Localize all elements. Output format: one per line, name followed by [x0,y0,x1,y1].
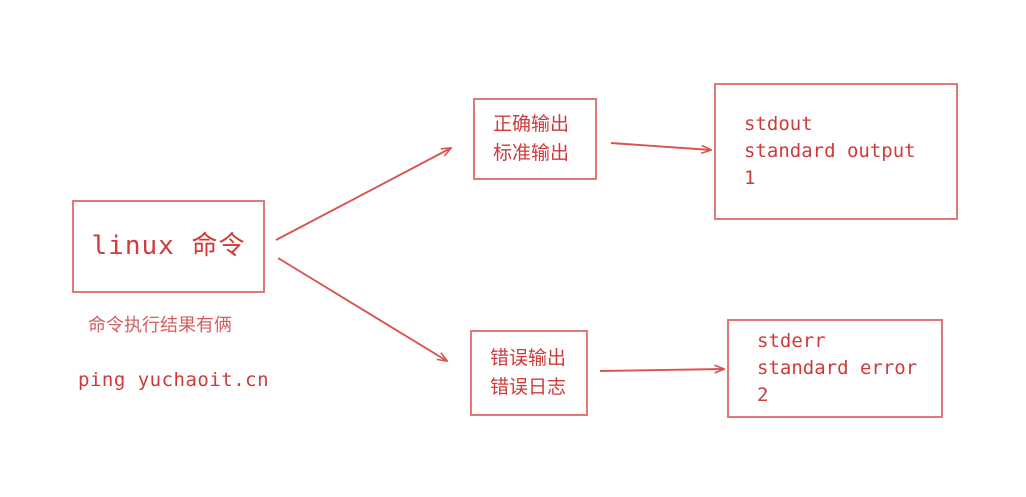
caption-ping-example: ping yuchaoit.cn [78,369,270,391]
node-stdout-detail-line3: 1 [744,166,756,189]
node-stderr-label[interactable]: 错误输出 错误日志 [470,330,588,416]
arrow-stderr-label-to-detail [599,369,724,371]
node-linux-command[interactable]: linux 命令 [72,200,265,293]
arrow-command-to-stdout [275,148,451,241]
node-stdout-detail[interactable]: stdout standard output 1 [714,83,958,220]
node-stderr-label-line1: 错误输出 [490,346,567,369]
node-stdout-detail-line2: standard output [744,140,916,163]
caption-result-note: 命令执行结果有俩 [88,315,232,336]
node-stdout-detail-line1: stdout [744,113,813,136]
node-stdout-label-line2: 标准输出 [493,142,570,164]
node-stderr-detail-line2: standard error [757,357,918,380]
arrow-stdout-label-to-detail [610,142,711,150]
node-stderr-detail[interactable]: stderr standard error 2 [727,319,943,418]
node-stderr-detail-line3: 2 [757,383,769,406]
arrow-command-to-stderr [277,257,447,361]
node-linux-command-text: linux 命令 [91,231,246,262]
node-stderr-detail-line1: stderr [757,330,826,353]
node-stdout-label-line1: 正确输出 [493,112,570,135]
node-stderr-label-line2: 错误日志 [490,376,567,398]
node-stdout-label[interactable]: 正确输出 标准输出 [473,98,597,180]
